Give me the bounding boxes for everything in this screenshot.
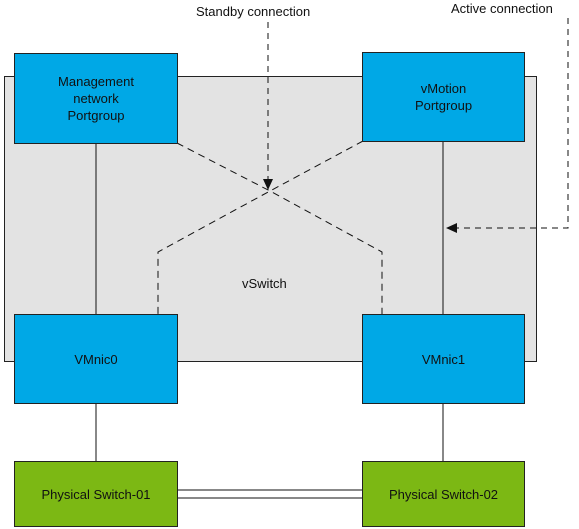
standby-callout-arrowhead <box>263 179 273 190</box>
physical-switch-01-label: Physical Switch-01 <box>41 486 151 502</box>
active-callout-arrowhead <box>446 223 457 233</box>
vmotion-portgroup-label: vMotion Portgroup <box>414 81 473 113</box>
vmnic1-label: VMnic1 <box>421 351 466 367</box>
vmotion-portgroup-box: vMotion Portgroup <box>362 52 525 142</box>
active-connection-label: Active connection <box>451 1 553 16</box>
physical-switch-01-box: Physical Switch-01 <box>14 461 178 527</box>
standby-connection-label: Standby connection <box>196 4 311 19</box>
active-callout-line <box>456 18 569 229</box>
standby-link-vmotion <box>157 140 364 315</box>
vmnic1-box: VMnic1 <box>362 314 525 404</box>
physical-switch-02-box: Physical Switch-02 <box>362 461 525 527</box>
physical-switch-02-label: Physical Switch-02 <box>388 486 499 502</box>
management-portgroup-label: Management network Portgroup <box>58 74 134 123</box>
standby-link-management <box>176 142 383 315</box>
vswitch-label: vSwitch <box>242 276 287 291</box>
management-portgroup-box: Management network Portgroup <box>14 53 178 144</box>
vmnic0-box: VMnic0 <box>14 314 178 404</box>
vmnic0-label: VMnic0 <box>74 351 118 367</box>
